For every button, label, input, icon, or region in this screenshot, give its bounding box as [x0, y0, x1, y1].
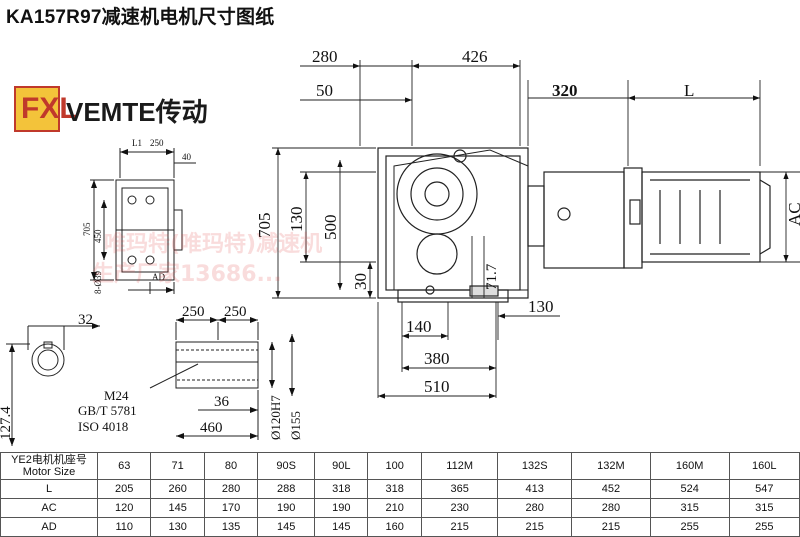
- table-cell: 280: [203, 479, 259, 499]
- table-cell: 135: [203, 517, 259, 537]
- dim-460: 460: [200, 420, 223, 436]
- table-cell: 132M: [571, 452, 651, 480]
- table-cell: 413: [497, 479, 573, 499]
- table-cell: 205: [96, 479, 152, 499]
- motor-size-table: YE2电机机座号 Motor Size 63 71 80 90S 90L 100…: [0, 452, 800, 537]
- table-cell: 160M: [649, 452, 730, 480]
- table-cell: 547: [728, 479, 800, 499]
- main-bottom-dims: [377, 236, 560, 399]
- row-label: AC: [0, 498, 98, 518]
- table-cell: 210: [367, 498, 422, 518]
- table-cell: 190: [314, 498, 369, 518]
- table-cell: 318: [367, 479, 422, 499]
- note-gbt: GB/T 5781: [78, 403, 137, 418]
- dim-8-holes: 8-Ø39: [93, 271, 103, 294]
- dim-127-4: 127.4: [0, 406, 14, 440]
- dim-250-b: 250: [224, 304, 247, 320]
- dim-50: 50: [316, 81, 333, 100]
- dim-40: 40: [182, 152, 192, 162]
- dim-250-a: 250: [182, 304, 205, 320]
- small-top-view: [90, 148, 196, 294]
- logo-mark-icon: FXL: [14, 86, 78, 132]
- table-cell: 315: [728, 498, 800, 518]
- table-cell: 160L: [728, 452, 800, 480]
- table-cell: 255: [728, 517, 800, 537]
- table-cell: 110: [96, 517, 152, 537]
- table-cell: 80: [203, 452, 259, 480]
- technical-drawing: L1 250 40 705 450 8-Ø39 AD: [0, 47, 800, 446]
- hollow-shaft-view: [149, 317, 295, 440]
- table-cell: 145: [314, 517, 369, 537]
- shaft-end-view: [6, 323, 100, 446]
- table-cell: 318: [314, 479, 369, 499]
- dim-ac: AC: [785, 202, 800, 226]
- dim-320: 320: [552, 81, 578, 100]
- table-cell: 524: [649, 479, 730, 499]
- dim-426: 426: [462, 47, 488, 66]
- table-cell: 255: [649, 517, 730, 537]
- main-top-dims: [300, 60, 800, 263]
- table-cell: 100: [367, 452, 422, 480]
- dim-130-left: 130: [287, 207, 306, 233]
- table-cell: 90S: [257, 452, 316, 480]
- dim-705-small: 705: [82, 222, 92, 236]
- table-header-row: YE2电机机座号 Motor Size 63 71 80 90S 90L 100…: [0, 452, 800, 480]
- table-row: L 205 260 280 288 318 318 365 413 452 52…: [0, 479, 800, 499]
- dim-500: 500: [321, 215, 340, 241]
- row-label: AD: [0, 517, 98, 537]
- table-cell: 215: [420, 517, 499, 537]
- dim-71-7: 71.7: [484, 263, 500, 290]
- dim-32: 32: [78, 312, 93, 328]
- note-m24: M24: [104, 388, 129, 403]
- dim-380: 380: [424, 349, 450, 368]
- main-left-dims: [272, 147, 376, 299]
- dim-30: 30: [351, 273, 370, 290]
- dim-705: 705: [255, 213, 274, 239]
- page-title: KA157R97减速机电机尺寸图纸: [6, 7, 275, 28]
- table-cell: 260: [150, 479, 205, 499]
- table-cell: 230: [420, 498, 499, 518]
- gearbox-body: [377, 147, 529, 303]
- table-header-label: YE2电机机座号 Motor Size: [0, 452, 98, 480]
- table-cell: 215: [571, 517, 651, 537]
- table-cell: 112M: [420, 452, 499, 480]
- dim-510: 510: [424, 377, 450, 396]
- table-cell: 71: [150, 452, 205, 480]
- table-cell: 160: [367, 517, 422, 537]
- note-iso: ISO 4018: [78, 419, 128, 434]
- dim-36: 36: [214, 394, 230, 410]
- table-cell: 215: [497, 517, 573, 537]
- table-row: AD 110 130 135 145 145 160 215 215 215 2…: [0, 517, 800, 537]
- table-cell: 190: [257, 498, 316, 518]
- table-cell: 288: [257, 479, 316, 499]
- dim-bore: Ø120H7: [268, 395, 283, 440]
- dim-250-small: 250: [150, 138, 164, 148]
- table-cell: 170: [203, 498, 259, 518]
- brand-logo: FXL VEMTE传动: [14, 86, 254, 132]
- table-cell: 315: [649, 498, 730, 518]
- table-cell: 63: [96, 452, 152, 480]
- table-cell: 132S: [497, 452, 573, 480]
- dim-280: 280: [312, 47, 338, 66]
- table-cell: 130: [150, 517, 205, 537]
- table-cell: 280: [497, 498, 573, 518]
- dim-l1: L1: [132, 138, 142, 148]
- motor-assembly: [527, 167, 771, 269]
- dim-130-right: 130: [528, 297, 554, 316]
- table-cell: 90L: [314, 452, 369, 480]
- row-label: L: [0, 479, 98, 499]
- table-cell: 452: [571, 479, 651, 499]
- brand-name: VEMTE传动: [66, 97, 208, 127]
- dim-l: L: [684, 81, 694, 100]
- table-cell: 145: [150, 498, 205, 518]
- table-row: AC 120 145 170 190 190 210 230 280 280 3…: [0, 498, 800, 518]
- dim-450-small: 450: [93, 229, 103, 243]
- dim-ad-small: AD: [152, 272, 165, 282]
- table-cell: 145: [257, 517, 316, 537]
- dim-155: Ø155: [288, 411, 303, 440]
- table-cell: 280: [571, 498, 651, 518]
- table-cell: 120: [96, 498, 152, 518]
- table-cell: 365: [420, 479, 499, 499]
- dim-140: 140: [406, 317, 432, 336]
